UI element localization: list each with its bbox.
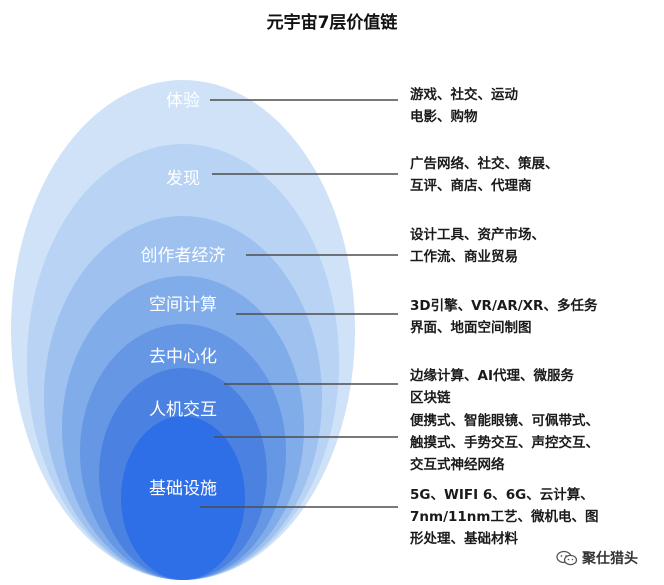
- description-line: 5G、WIFI 6、6G、云计算、: [410, 487, 594, 503]
- leader-lines: [200, 99, 398, 508]
- description-line: 设计工具、资产市场、: [410, 227, 545, 243]
- description-line: 工作流、商业贸易: [410, 249, 518, 265]
- layer-description-3: 设计工具、资产市场、 工作流、商业贸易: [410, 224, 545, 268]
- layer-description-2: 广告网络、社交、策展、 互评、商店、代理商: [410, 153, 559, 197]
- description-line: 互评、商店、代理商: [410, 178, 532, 194]
- layer-label-1: 体验: [166, 91, 200, 111]
- description-line: 区块链: [410, 390, 451, 406]
- description-line: 广告网络、社交、策展、: [410, 156, 559, 172]
- layer-ellipse-7: [121, 416, 245, 580]
- layer-description-6: 便携式、智能眼镜、可佩带式、 触摸式、手势交互、声控交互、 交互式神经网络: [410, 410, 599, 476]
- description-line: 触摸式、手势交互、声控交互、: [410, 435, 599, 451]
- watermark: 聚仕猎头: [556, 548, 638, 568]
- description-line: 边缘计算、AI代理、微服务: [410, 368, 574, 384]
- description-line: 3D引擎、VR/AR/XR、多任务: [410, 298, 598, 314]
- watermark-text: 聚仕猎头: [582, 551, 638, 567]
- layer-description-1: 游戏、社交、运动 电影、购物: [410, 84, 518, 128]
- wechat-icon: [556, 550, 578, 566]
- layer-description-7: 5G、WIFI 6、6G、云计算、 7nm/11nm工艺、微机电、图 形处理、基…: [410, 484, 598, 550]
- description-line: 7nm/11nm工艺、微机电、图: [410, 509, 599, 525]
- layer-label-5: 去中心化: [149, 347, 217, 367]
- layer-label-4: 空间计算: [149, 295, 217, 315]
- description-line: 交互式神经网络: [410, 457, 505, 473]
- layer-description-4: 3D引擎、VR/AR/XR、多任务 界面、地面空间制图: [410, 295, 597, 339]
- layer-label-3: 创作者经济: [141, 246, 226, 266]
- description-line: 界面、地面空间制图: [410, 320, 532, 336]
- description-line: 便携式、智能眼镜、可佩带式、: [410, 413, 599, 429]
- layer-label-6: 人机交互: [149, 400, 217, 420]
- layer-label-2: 发现: [166, 169, 200, 189]
- layer-description-5: 边缘计算、AI代理、微服务 区块链: [410, 365, 574, 409]
- layer-label-7: 基础设施: [149, 479, 217, 499]
- description-line: 游戏、社交、运动: [410, 87, 518, 103]
- description-line: 电影、购物: [410, 109, 478, 125]
- description-line: 形处理、基础材料: [410, 531, 518, 547]
- diagram-title: 元宇宙7层价值链: [266, 13, 398, 33]
